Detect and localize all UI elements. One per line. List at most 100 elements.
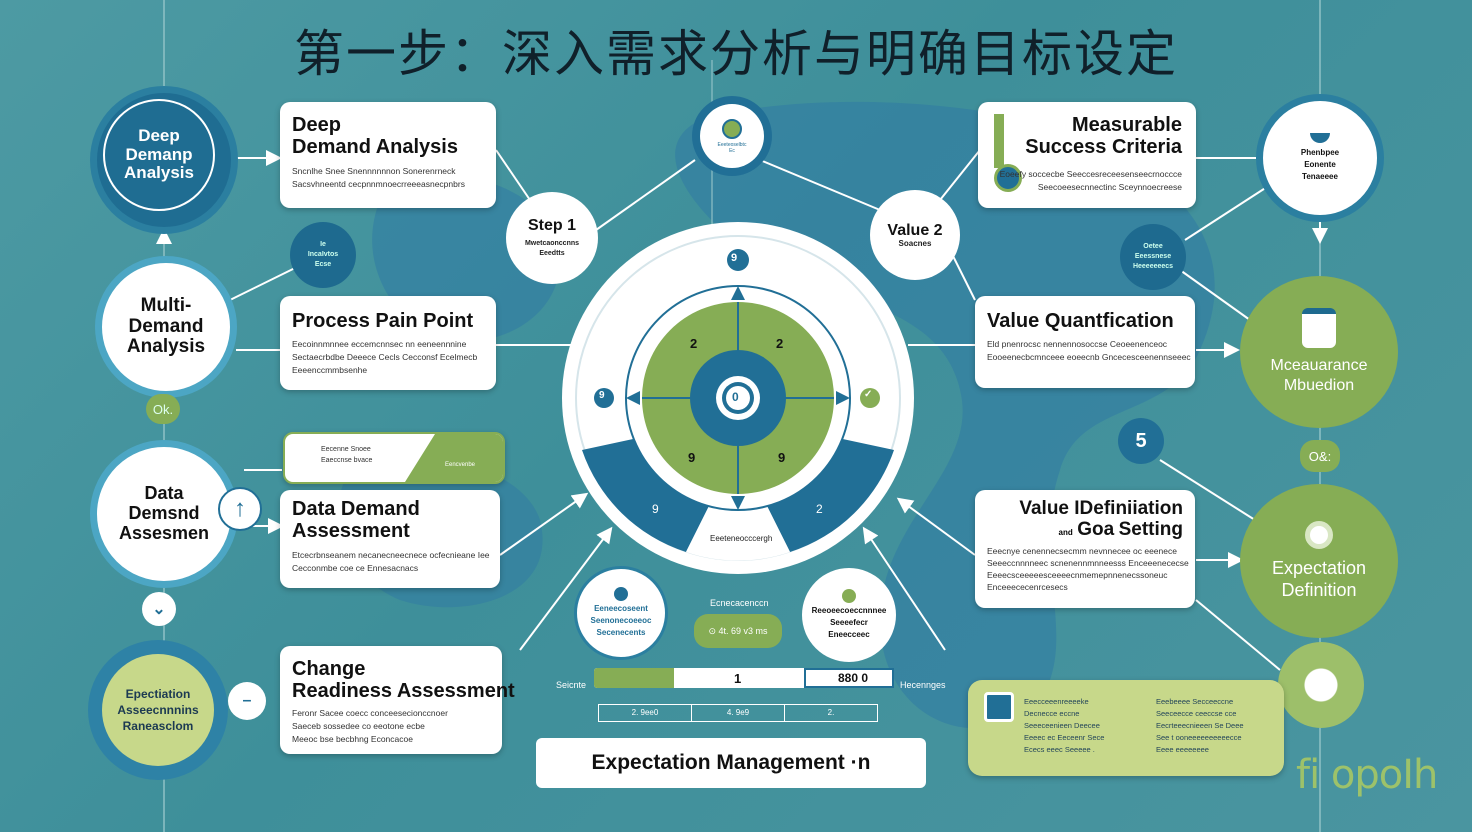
wheel-bottom-right-num: 2 bbox=[816, 502, 823, 516]
step5-node[interactable]: 5 bbox=[1118, 418, 1164, 464]
value2-node-sub: Soacnes bbox=[898, 239, 932, 249]
wheel-bottom-left-num: 9 bbox=[652, 502, 659, 516]
right-top-node[interactable]: Phenbpee Eonente Tenaeeee bbox=[1256, 94, 1384, 222]
progress-bar bbox=[594, 668, 894, 688]
measurable-success-card-title: Measurable Success Criteria bbox=[1025, 114, 1182, 159]
gauge-icon bbox=[994, 114, 1004, 168]
progress-value2: 880 0 bbox=[838, 671, 869, 685]
wheel-q1: 2 bbox=[690, 336, 698, 351]
small-blue-node-label: Ie IncaIvtos Ecse bbox=[307, 241, 339, 268]
bottom-right-col2: Eeebeeee Secceeccne Seeceecce ceeccse cc… bbox=[1156, 697, 1244, 754]
data-demand-card-title: Data Demand Assessment bbox=[292, 498, 420, 543]
multi-demand-node-label: Multi- Demand Analysis bbox=[126, 294, 206, 358]
value2-node-label: Value 2 bbox=[887, 221, 943, 239]
up-arrow-icon[interactable]: ↑ bbox=[218, 487, 262, 531]
value-quantification-card-title: Value Quantfication bbox=[987, 310, 1174, 332]
bottom-mid-pill[interactable]: ⊙ 4t. 69 v3 ms bbox=[694, 614, 782, 648]
page-title: 第一步：深入需求分析与明确目标设定 bbox=[294, 25, 1178, 83]
target-icon bbox=[1305, 521, 1333, 549]
deep-demand-card[interactable]: Deep Demand Analysis Sncnlhe Snee Snennn… bbox=[280, 102, 496, 208]
mini-status-card-tail: Eencvenbe bbox=[445, 462, 476, 468]
brand-logo: fi opoIh bbox=[1296, 752, 1438, 798]
top-center-node[interactable]: Eeeteoselbtc Ec bbox=[692, 96, 772, 176]
document-icon bbox=[984, 692, 1014, 722]
deep-demand-node-label: Deep Demanp Analysis bbox=[124, 125, 194, 183]
value-definition-card-title: Value IDefiniiation bbox=[1019, 498, 1183, 519]
change-readiness-card[interactable]: Change Readiness Assessment Feronr Sacee… bbox=[280, 646, 515, 754]
step1-node-sub: Mwetcaonccnns Eeedtts bbox=[524, 239, 580, 257]
value-definition-card-title2: Goa bbox=[1077, 519, 1115, 541]
bowl-icon bbox=[1310, 133, 1330, 143]
step1-node-label: Step 1 bbox=[527, 217, 576, 235]
value2-node[interactable]: Value 2 Soacnes bbox=[870, 190, 960, 280]
value-definition-card-title3: Setting bbox=[1118, 519, 1183, 541]
wheel-q2: 2 bbox=[776, 336, 784, 351]
change-readiness-card-title: Change Readiness Assessment bbox=[292, 658, 515, 703]
measurable-success-card[interactable]: Measurable Success Criteria Eoeefy socce… bbox=[978, 102, 1196, 208]
deep-demand-card-title: Deep Demand Analysis bbox=[292, 114, 458, 159]
expectation-node-left[interactable]: Epectiation Asseecnnnins Raneasclom bbox=[88, 640, 228, 780]
small-blue-node[interactable]: Ie IncaIvtos Ecse bbox=[290, 222, 356, 288]
step1-node[interactable]: Step 1 Mwetcaonccnns Eeedtts bbox=[506, 192, 598, 284]
measurable-success-card-body: Eoeefy soccecbe Seeccesreceesenseecrnocc… bbox=[999, 169, 1182, 192]
expectation-definition-node-label: Expectation Definition bbox=[1271, 558, 1367, 600]
ok-badge-right-label: O&: bbox=[1308, 448, 1332, 464]
bottom-right-circle-label: Reeoeecoeccnnnee Seeeefecr Eneecceec bbox=[811, 606, 887, 639]
chevron-down-icon[interactable]: ⌄ bbox=[142, 592, 176, 626]
value-definition-card[interactable]: Value IDefiniiation and Goa Setting Eeec… bbox=[975, 490, 1195, 608]
progress-left-label: Seicnte bbox=[556, 680, 587, 690]
bottom-mid-pill-label: ⊙ 4t. 69 v3 ms bbox=[708, 625, 768, 636]
process-pain-card-title: Process Pain Point bbox=[292, 310, 474, 332]
wheel-bottom-label: Eeeteneocccergh bbox=[710, 534, 773, 543]
progress-scale-1: 2. 9ee0 bbox=[599, 705, 692, 721]
expectation-definition-node[interactable]: Expectation Definition bbox=[1240, 484, 1398, 638]
data-demand-node-label: Data Demsnd Assesmen bbox=[118, 483, 210, 543]
expectation-management-banner[interactable]: Expectation Management ·n bbox=[536, 738, 926, 788]
step5-node-label: 5 bbox=[1135, 429, 1147, 452]
central-wheel bbox=[562, 222, 914, 574]
clipboard-icon bbox=[1302, 308, 1336, 348]
value-quantification-card[interactable]: Value Quantfication Eld pnenrocsc nennen… bbox=[975, 296, 1195, 388]
mini-status-card[interactable]: Eecenne Snoee Eaeccnse bvace Eencvenbe bbox=[283, 432, 505, 484]
wheel-q4: 9 bbox=[778, 450, 786, 465]
expectation-node-left-label: Epectiation Asseecnnnins Raneasclom bbox=[117, 687, 199, 733]
data-demand-card[interactable]: Data Demand Assessment Etcecrbnseanem ne… bbox=[280, 490, 500, 588]
multi-demand-node[interactable]: Multi- Demand Analysis bbox=[95, 256, 237, 398]
bottom-mid-label: Ecnecacenccn bbox=[710, 598, 769, 608]
deep-demand-card-body: Sncnlhe Snee Snennnnnnon Sonerenrneck Sa… bbox=[292, 165, 465, 189]
measurance-node[interactable]: Mceauarance Mbuedion bbox=[1240, 276, 1398, 428]
value-definition-card-body: Eeecnye cenennecsecmm nevnnecee oc eeene… bbox=[987, 545, 1189, 592]
progress-scale-3: 2. bbox=[827, 708, 835, 717]
bulb-icon bbox=[614, 587, 628, 601]
leaf-icon bbox=[842, 589, 856, 603]
dash-circle-icon[interactable]: – bbox=[228, 682, 266, 720]
bottom-right-green-card[interactable]: Eeecceeenreeeeke Decnecce eccne Seeeceen… bbox=[968, 680, 1284, 776]
wheel-right-check-icon: ✓ bbox=[864, 389, 873, 400]
sunburst-icon bbox=[1278, 642, 1364, 728]
right-small-blue-node[interactable]: Oetee Eeessnese Heeeeeeecs bbox=[1120, 224, 1186, 290]
pin-icon bbox=[722, 118, 742, 139]
data-demand-node[interactable]: Data Demsnd Assesmen bbox=[90, 440, 238, 588]
process-pain-card[interactable]: Process Pain Point Eecoinnmnnee eccemcnn… bbox=[280, 296, 496, 390]
progress-right-label: Hecennges bbox=[900, 680, 946, 690]
progress-scale-2: 4. 9e9 bbox=[692, 705, 785, 721]
process-pain-card-body: Eecoinnmnnee eccemcnnsec nn eeneennnine … bbox=[292, 339, 478, 376]
value-definition-card-and: and bbox=[1058, 528, 1073, 538]
ok-badge-left: Ok. bbox=[146, 394, 180, 424]
ok-badge-left-label: Ok. bbox=[152, 401, 174, 417]
bottom-right-col1: Eeecceeenreeeeke Decnecce eccne Seeeceen… bbox=[1024, 697, 1105, 754]
wheel-left-num: 9 bbox=[599, 390, 605, 401]
right-small-blue-node-label: Oetee Eeessnese Heeeeeeecs bbox=[1132, 243, 1174, 270]
value-quantification-card-body: Eld pnenrocsc nennennosoccse Ceoeenenceo… bbox=[987, 339, 1191, 363]
wheel-top-num: 9 bbox=[731, 252, 738, 264]
right-top-node-label: Phenbpee Eonente Tenaeeee bbox=[1300, 148, 1340, 181]
progress-scale: 2. 9ee0 4. 9e9 2. bbox=[598, 704, 878, 722]
top-center-node-label: Eeeteoselbtc Ec bbox=[717, 141, 747, 154]
bottom-left-circle[interactable]: Eeneecoseent Seenonecoeeoc Secenecents bbox=[574, 566, 668, 660]
ok-badge-right: O&: bbox=[1300, 440, 1340, 472]
progress-value1: 1 bbox=[734, 671, 742, 686]
bottom-right-circle[interactable]: Reeoeecoeccnnnee Seeeefecr Eneecceec bbox=[802, 568, 896, 662]
expectation-management-label: Expectation Management ·n bbox=[591, 751, 871, 774]
deep-demand-node[interactable]: Deep Demanp Analysis bbox=[90, 86, 238, 234]
wheel-center-num: 0 bbox=[732, 390, 739, 404]
